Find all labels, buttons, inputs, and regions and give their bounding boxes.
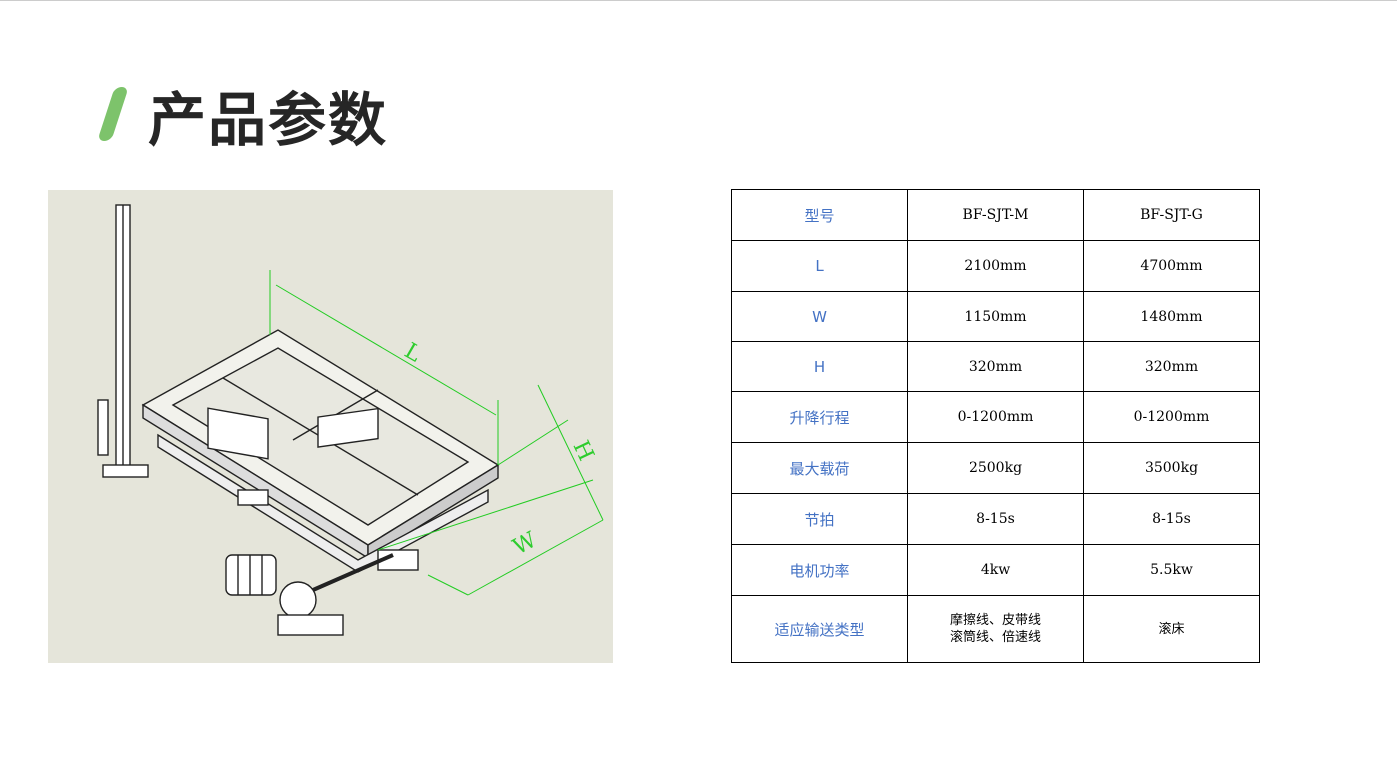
cell-g: BF-SJT-G xyxy=(1083,189,1260,241)
cell-g: 8-15s xyxy=(1083,493,1260,545)
cell-m: 2100mm xyxy=(907,240,1084,292)
cell-m-line2: 滚筒线、倍速线 xyxy=(949,630,1041,645)
row-label: W xyxy=(731,291,908,342)
lift-table-cad-illustration: L H W xyxy=(97,204,604,636)
dim-label-height: H xyxy=(568,437,599,465)
row-label: L xyxy=(731,240,908,292)
dim-label-width: W xyxy=(509,527,541,560)
cell-g: 5.5kw xyxy=(1083,544,1260,596)
row-label: 型号 xyxy=(731,189,908,241)
row-label: H xyxy=(731,341,908,392)
row-label: 节拍 xyxy=(731,493,908,545)
product-drawing: L H W xyxy=(48,190,613,663)
cell-m: 2500kg xyxy=(907,442,1084,494)
cell-g: 320mm xyxy=(1083,341,1260,392)
cell-m: 0-1200mm xyxy=(907,391,1084,443)
title-accent-bar xyxy=(97,87,129,141)
dim-label-length: L xyxy=(400,339,425,368)
cell-g: 滚床 xyxy=(1083,595,1260,663)
row-label: 适应输送类型 xyxy=(731,595,908,663)
cell-m: 4kw xyxy=(907,544,1084,596)
cell-m: 320mm xyxy=(907,341,1084,392)
row-label: 电机功率 xyxy=(731,544,908,596)
cell-m: BF-SJT-M xyxy=(907,189,1084,241)
cell-m: 1150mm xyxy=(907,291,1084,342)
row-label: 最大载荷 xyxy=(731,442,908,494)
page-title: 产品参数 xyxy=(148,86,389,154)
cell-m-line1: 摩擦线、皮带线 xyxy=(949,613,1041,628)
cell-g: 1480mm xyxy=(1083,291,1260,342)
cell-g: 0-1200mm xyxy=(1083,391,1260,443)
cell-m: 摩擦线、皮带线滚筒线、倍速线 xyxy=(907,595,1084,663)
cell-m: 8-15s xyxy=(907,493,1084,545)
cell-g: 3500kg xyxy=(1083,442,1260,494)
table-row: 适应输送类型摩擦线、皮带线滚筒线、倍速线滚床 xyxy=(731,595,1260,663)
row-label: 升降行程 xyxy=(731,391,908,443)
cell-g: 4700mm xyxy=(1083,240,1260,292)
